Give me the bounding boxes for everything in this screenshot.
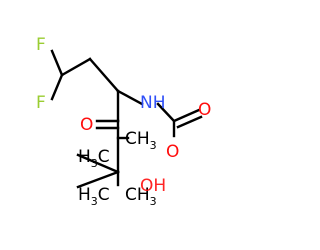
atom-o-ketone: O [80, 115, 93, 135]
bond-ccarb-ocarb-1 [172, 108, 201, 123]
atom-f-bottom: F [36, 93, 46, 113]
bond-cq-ch3b [76, 153, 120, 174]
atom-oh: OH [140, 176, 166, 196]
bond-nh-ccarb [156, 102, 176, 123]
bond-cq-ch3c [76, 170, 120, 189]
bond-ch2-ca [88, 57, 120, 93]
molecule-structure: F F NH O O O CH3 H3C H3C CH3 OH [36, 35, 211, 208]
atom-o-ester: O [166, 142, 179, 162]
bond-ca-nh [116, 89, 144, 106]
atom-o-carbonyl: O [198, 100, 211, 120]
bond-chf2-ch2 [60, 57, 92, 77]
bond-ccarb-ocarb-2 [176, 115, 203, 129]
atom-f-top: F [36, 35, 46, 55]
bond-ftop-c [50, 49, 64, 77]
bond-lines [50, 49, 203, 189]
methyl-group-b: H3C [78, 147, 110, 170]
methyl-group-c: H3C [78, 185, 110, 208]
atom-nh: NH [140, 93, 166, 113]
structure-canvas: F F NH O O O CH3 H3C H3C CH3 OH [36, 35, 211, 208]
methyl-group-d: CH3 [125, 185, 157, 208]
bond-fbot-c [50, 73, 64, 101]
methyl-group-a: CH3 [125, 129, 157, 152]
atom-labels: F F NH O O O CH3 H3C H3C CH3 OH [36, 35, 211, 208]
